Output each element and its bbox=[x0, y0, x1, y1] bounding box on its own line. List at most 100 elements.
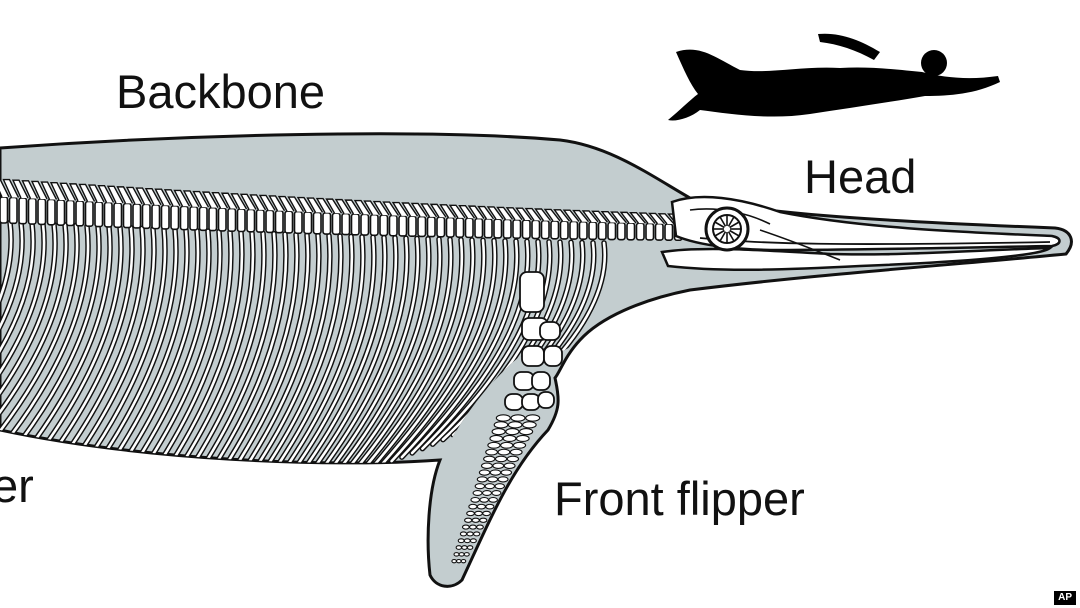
neural-spine bbox=[2, 178, 20, 198]
phalanx bbox=[470, 496, 481, 503]
neural-spine bbox=[600, 210, 618, 223]
vertebra bbox=[331, 212, 341, 236]
rib-highlight bbox=[338, 237, 442, 463]
neural-spine bbox=[562, 209, 580, 222]
rib-highlight bbox=[308, 236, 409, 463]
neural-spine bbox=[144, 187, 162, 206]
flipper-bone bbox=[519, 271, 545, 313]
vertebra bbox=[75, 200, 85, 227]
vertebra bbox=[664, 223, 674, 241]
rib-highlight bbox=[410, 239, 519, 455]
neural-spine bbox=[334, 198, 352, 214]
phalanx bbox=[455, 545, 463, 550]
neural-spine bbox=[249, 194, 267, 211]
neural-spine bbox=[420, 203, 438, 218]
front-flipper-bones bbox=[451, 271, 563, 564]
label-head: Head bbox=[804, 150, 917, 203]
phalanx bbox=[479, 517, 488, 523]
neural-spine bbox=[581, 210, 599, 223]
phalanx bbox=[463, 538, 471, 544]
vertebra bbox=[398, 215, 408, 237]
vertebra bbox=[0, 196, 9, 224]
neural-spine bbox=[515, 207, 533, 221]
vertebra bbox=[635, 222, 645, 241]
neural-spine bbox=[410, 202, 428, 217]
phalanx bbox=[489, 434, 504, 442]
phalanx bbox=[487, 476, 499, 483]
phalanx bbox=[459, 531, 468, 537]
vertebra bbox=[236, 208, 246, 233]
vertebra bbox=[274, 209, 284, 234]
phalanx bbox=[476, 476, 488, 483]
flipper-bone bbox=[513, 371, 535, 391]
neural-spine bbox=[315, 197, 333, 214]
neural-spine bbox=[230, 193, 248, 210]
phalanx bbox=[493, 421, 509, 429]
phalanx bbox=[469, 538, 477, 544]
vertebra bbox=[303, 211, 313, 235]
vertebra bbox=[141, 203, 151, 230]
vertebra bbox=[445, 216, 455, 238]
neural-spine bbox=[287, 196, 305, 212]
vertebra bbox=[46, 198, 56, 226]
phalanx bbox=[500, 469, 513, 476]
rib-highlight bbox=[277, 235, 376, 463]
phalanx bbox=[468, 503, 478, 510]
vertebra bbox=[8, 196, 18, 225]
phalanx bbox=[460, 558, 467, 564]
phalanx bbox=[503, 462, 516, 469]
neural-spine bbox=[258, 194, 276, 211]
neural-spine bbox=[78, 183, 96, 202]
vertebra bbox=[464, 217, 474, 239]
neural-spine bbox=[211, 191, 229, 209]
rib-highlight bbox=[328, 237, 431, 463]
phalanx bbox=[512, 441, 527, 449]
neural-spine bbox=[429, 203, 447, 218]
neural-spine bbox=[467, 205, 485, 219]
neural-spine bbox=[534, 208, 552, 222]
rib-cage bbox=[0, 219, 608, 463]
rib-highlight bbox=[369, 238, 475, 463]
vertebra bbox=[455, 217, 465, 238]
phalanx bbox=[491, 428, 506, 436]
sclerotic-plate bbox=[729, 221, 740, 229]
sclerotic-plate bbox=[719, 231, 727, 242]
vertebra bbox=[293, 210, 303, 235]
neural-spine bbox=[87, 184, 105, 203]
credit-badge: AP bbox=[1054, 591, 1076, 605]
vertebra bbox=[322, 212, 332, 235]
phalanx bbox=[515, 434, 530, 442]
neural-spine bbox=[496, 206, 514, 220]
rib-highlight bbox=[246, 234, 343, 463]
neural-spine bbox=[553, 209, 571, 222]
rib-highlight bbox=[123, 229, 211, 463]
phalanx bbox=[463, 552, 470, 557]
flipper-bone bbox=[539, 321, 561, 341]
vertebra bbox=[350, 213, 360, 236]
vertebra bbox=[607, 221, 617, 241]
rib-highlight bbox=[297, 236, 398, 463]
rib-highlight bbox=[400, 239, 508, 459]
vertebra bbox=[493, 218, 503, 239]
neural-spine bbox=[21, 180, 39, 199]
phalanx bbox=[479, 496, 490, 503]
phalanx bbox=[466, 545, 474, 550]
phalanx bbox=[492, 462, 505, 469]
rib-highlight bbox=[61, 227, 145, 460]
phalanx bbox=[483, 455, 496, 463]
neural-spine bbox=[49, 181, 67, 201]
vertebra bbox=[198, 206, 208, 232]
sclerotic-plate bbox=[719, 216, 727, 227]
rib-highlight bbox=[0, 221, 24, 404]
phalanx bbox=[466, 510, 475, 517]
phalanx bbox=[525, 414, 541, 422]
phalanx bbox=[474, 483, 486, 490]
neural-spine bbox=[135, 187, 153, 205]
vertebra bbox=[645, 222, 655, 241]
phalanx bbox=[488, 496, 498, 503]
skull bbox=[660, 195, 1061, 272]
neural-spine bbox=[268, 195, 286, 212]
phalanx bbox=[494, 483, 506, 490]
neural-spine bbox=[40, 181, 58, 200]
neural-spine bbox=[619, 211, 637, 224]
